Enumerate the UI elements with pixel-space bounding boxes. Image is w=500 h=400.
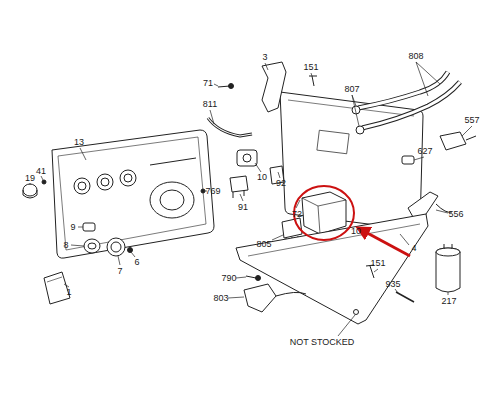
callout-number: 72	[292, 210, 302, 219]
callout-number: 10	[351, 227, 361, 236]
callout-number: 217	[441, 297, 456, 306]
callout-number: 151	[303, 63, 318, 72]
callout-number: 3	[262, 53, 267, 62]
callout-number: 556	[448, 210, 463, 219]
callout-number: 92	[276, 179, 286, 188]
callout-number: 7	[117, 267, 122, 276]
callout-number: 1	[66, 288, 71, 297]
callout-number: 6	[134, 258, 139, 267]
callout-number: 91	[238, 203, 248, 212]
callout-number: 151	[370, 259, 385, 268]
callout-number: 8	[63, 241, 68, 250]
callout-number: 10	[257, 173, 267, 182]
callout-number: 19	[25, 174, 35, 183]
callout-number: 627	[417, 147, 432, 156]
callout-number: 803	[213, 294, 228, 303]
stock-note: NOT STOCKED	[290, 338, 355, 347]
callout-number: 41	[36, 167, 46, 176]
callout-number: 807	[344, 85, 359, 94]
callout-number: 935	[385, 280, 400, 289]
callout-number: 71	[203, 79, 213, 88]
callout-number: 808	[408, 52, 423, 61]
callout-number: 790	[221, 274, 236, 283]
callout-number: 13	[74, 138, 84, 147]
callout-number: 4	[411, 244, 416, 253]
callout-number: 805	[256, 240, 271, 249]
callout-number: 9	[70, 223, 75, 232]
callout-number: 557	[464, 116, 479, 125]
callout-number: 811	[203, 100, 217, 109]
callout-number: 769	[205, 187, 220, 196]
